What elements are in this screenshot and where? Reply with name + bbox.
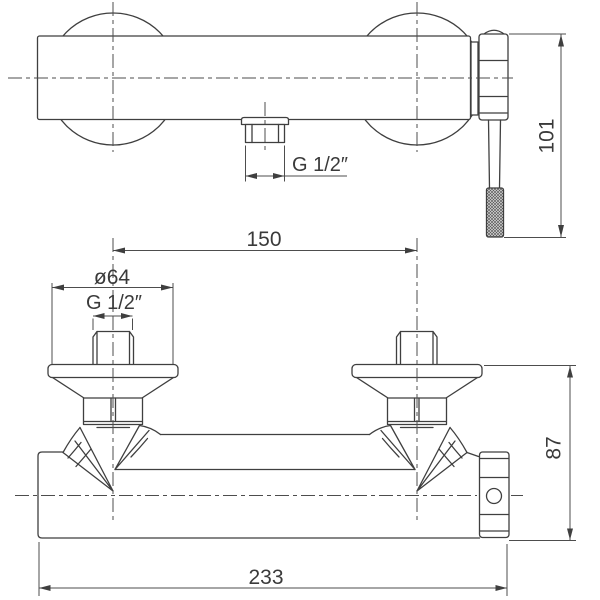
- threaded-pipe: [395, 330, 438, 366]
- dim-diameter-64: ø64: [51, 266, 174, 364]
- dim-inlet-thread: G 1/2″: [86, 292, 142, 330]
- arrowhead: [558, 34, 564, 47]
- escutcheon-cone: [355, 376, 479, 399]
- dim-87-label: 87: [542, 436, 565, 459]
- dim-87: 87: [484, 365, 576, 541]
- arrowhead: [405, 247, 417, 254]
- front-view-centerlines: [15, 238, 523, 521]
- end-cap: [478, 451, 510, 539]
- s-union-trumpet: [62, 424, 162, 492]
- faucet-body-front-view: [37, 451, 481, 539]
- set-screw-hole: [485, 487, 503, 505]
- arrowhead: [567, 366, 573, 378]
- trumpet-cap-join: [466, 451, 480, 458]
- arrowhead: [245, 173, 257, 179]
- arrowhead: [567, 528, 573, 540]
- hub-top-cap: [483, 29, 505, 35]
- dim-233: 233: [38, 542, 508, 596]
- top-view-centerlines: [8, 2, 513, 152]
- arrowhead: [121, 313, 133, 319]
- arrowhead: [161, 284, 173, 291]
- s-union-trumpet: [368, 424, 468, 492]
- arrowhead: [52, 284, 64, 291]
- arrowhead: [495, 585, 507, 591]
- dim-inlet-thread-label: G 1/2″: [86, 292, 142, 314]
- arrowhead: [558, 225, 564, 237]
- arrowhead: [93, 313, 105, 319]
- arrowhead: [273, 173, 285, 179]
- dim-101-label: 101: [535, 118, 558, 153]
- knurled-grip: [485, 187, 505, 238]
- dim-233-label: 233: [248, 566, 283, 589]
- dim-outlet-thread: G 1/2″: [245, 145, 348, 182]
- front-view: 150 ø64 G 1/2″ 87: [15, 228, 576, 596]
- escutcheon-cone: [51, 376, 175, 399]
- threaded-pipe: [92, 330, 135, 366]
- dim-150-label: 150: [246, 228, 281, 251]
- handle-hub: [478, 29, 509, 121]
- dim-101: 101: [504, 33, 566, 238]
- dim-150: 150: [113, 228, 417, 254]
- arrowhead: [39, 585, 51, 591]
- dim-diameter-label: ø64: [94, 266, 131, 289]
- dim-outlet-thread-label: G 1/2″: [292, 154, 348, 176]
- top-view: G 1/2″ 101: [8, 2, 566, 238]
- handle-lever: [485, 119, 505, 238]
- arrowhead: [113, 247, 125, 254]
